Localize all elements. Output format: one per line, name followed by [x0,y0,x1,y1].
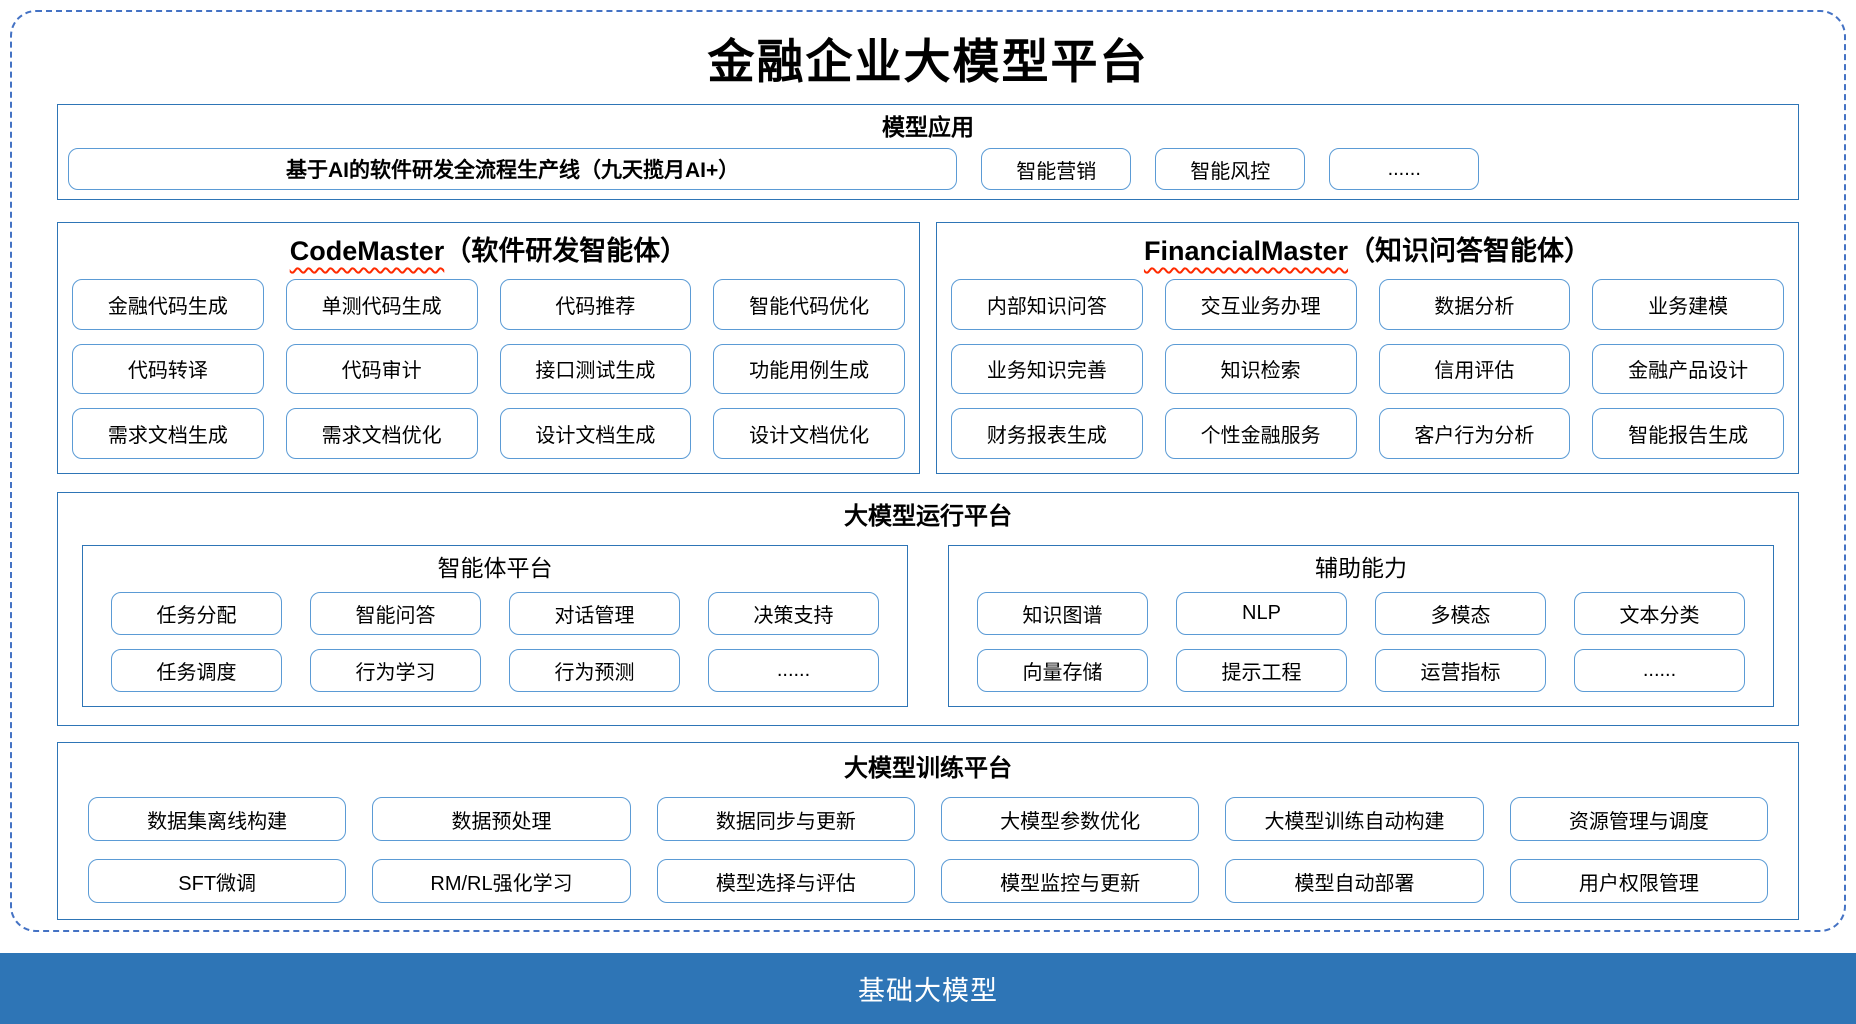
capability-pill: 设计文档生成 [499,408,692,459]
capability-pill: 多模态 [1375,592,1546,635]
capability-pill: 客户行为分析 [1378,408,1571,459]
agent-platform-title: 智能体平台 [437,555,553,581]
capability-pill: 数据预处理 [372,797,631,841]
capability-pill: 资源管理与调度 [1509,797,1768,841]
capability-pill: 内部知识问答 [951,279,1143,330]
capability-pill: RM/RL强化学习 [372,859,631,903]
capability-pill: 向量存储 [977,649,1148,692]
section-runtime-platform: 大模型运行平台 智能体平台 任务分配智能问答对话管理决策支持任务调度行为学习行为… [57,492,1799,726]
capability-pill: 金融代码生成 [72,279,264,330]
capability-pill: 任务调度 [111,649,282,692]
codemaster-name-en: CodeMaster [289,236,445,266]
app-pill: 智能营销 [981,148,1132,190]
agent-platform-capabilities: 任务分配智能问答对话管理决策支持任务调度行为学习行为预测...... [105,592,885,692]
section-model-applications: 模型应用 基于AI的软件研发全流程生产线（九天揽月AI+） 智能营销智能风控..… [57,104,1799,200]
app-pill: ...... [1329,148,1480,190]
capability-pill: 数据集离线构建 [88,797,347,841]
capability-pill: 功能用例生成 [713,343,905,395]
capability-pill: 知识检索 [1164,343,1357,395]
capability-pill: 行为学习 [310,649,481,692]
model-applications-row: 基于AI的软件研发全流程生产线（九天揽月AI+） 智能营销智能风控...... [68,148,1788,190]
capability-pill: 设计文档优化 [713,408,905,459]
capability-pill: 大模型训练自动构建 [1225,797,1484,841]
capability-pill: 决策支持 [708,592,879,635]
capability-pill: 大模型参数优化 [941,797,1200,841]
capability-pill: 数据分析 [1378,279,1571,330]
capability-pill: NLP [1176,592,1347,635]
financialmaster-name-en: FinancialMaster [1143,236,1349,266]
page-title: 金融企业大模型平台 [707,35,1149,90]
capability-pill: 用户权限管理 [1509,859,1768,903]
capability-pill: 交互业务办理 [1164,279,1357,330]
app-pill: 智能风控 [1155,148,1306,190]
capability-pill: 单测代码生成 [285,279,478,330]
codemaster-name-zh: （软件研发智能体） [444,236,688,266]
capability-pill: 需求文档优化 [285,408,478,459]
runtime-platform-title: 大模型运行平台 [844,503,1012,530]
capability-pill: 代码推荐 [499,279,692,330]
capability-pill: 模型监控与更新 [941,859,1200,903]
capability-pill: 个性金融服务 [1164,408,1357,459]
auxiliary-capabilities: 知识图谱 NLP 多模态文本分类向量存储提示工程运营指标...... [971,592,1751,692]
runtime-group-auxiliary: 辅助能力 知识图谱 NLP 多模态文本分类向量存储提示工程运营指标...... [948,545,1774,707]
agents-row: CodeMaster（软件研发智能体） 金融代码生成单测代码生成代码推荐智能代码… [57,222,1799,474]
financialmaster-title: FinancialMaster（知识问答智能体） [951,231,1784,271]
capability-pill: 代码审计 [285,343,478,395]
training-platform-title: 大模型训练平台 [844,755,1012,782]
capability-pill: ...... [1574,649,1745,692]
capability-pill: 智能报告生成 [1592,408,1784,459]
capability-pill: 智能问答 [310,592,481,635]
capability-pill: SFT微调 [88,859,347,903]
capability-pill: 运营指标 [1375,649,1546,692]
capability-pill: 信用评估 [1378,343,1571,395]
runtime-group-agent-platform: 智能体平台 任务分配智能问答对话管理决策支持任务调度行为学习行为预测...... [82,545,908,707]
platform-dashed-frame: 金融企业大模型平台 模型应用 基于AI的软件研发全流程生产线（九天揽月AI+） … [10,10,1846,932]
foundation-model-bar: 基础大模型 [0,953,1856,1024]
capability-pill: 代码转译 [72,343,264,395]
training-capabilities: 数据集离线构建数据预处理数据同步与更新大模型参数优化大模型训练自动构建资源管理与… [88,797,1768,903]
section-training-platform: 大模型训练平台 数据集离线构建数据预处理数据同步与更新大模型参数优化大模型训练自… [57,742,1799,920]
agent-box-financialmaster: FinancialMaster（知识问答智能体） 内部知识问答交互业务办理数据分… [936,222,1799,474]
model-applications-title: 模型应用 [882,114,974,140]
codemaster-title: CodeMaster（软件研发智能体） [72,231,905,271]
app-pill-main: 基于AI的软件研发全流程生产线（九天揽月AI+） [68,148,958,190]
capability-pill: 财务报表生成 [951,408,1143,459]
financialmaster-capabilities: 内部知识问答交互业务办理数据分析业务建模业务知识完善知识检索信用评估金融产品设计… [951,279,1784,459]
capability-pill: 知识图谱 [977,592,1148,635]
capability-pill: 智能代码优化 [713,279,905,330]
capability-pill: 文本分类 [1574,592,1745,635]
capability-pill: 提示工程 [1176,649,1347,692]
runtime-groups-row: 智能体平台 任务分配智能问答对话管理决策支持任务调度行为学习行为预测......… [82,545,1774,707]
capability-pill: 行为预测 [509,649,680,692]
financialmaster-name-zh: （知识问答智能体） [1348,236,1592,266]
codemaster-capabilities: 金融代码生成单测代码生成代码推荐智能代码优化代码转译代码审计接口测试生成功能用例… [72,279,905,459]
capability-pill: ...... [708,649,879,692]
foundation-model-label: 基础大模型 [858,976,998,1006]
capability-pill: 业务知识完善 [951,343,1143,395]
capability-pill: 需求文档生成 [72,408,264,459]
agent-box-codemaster: CodeMaster（软件研发智能体） 金融代码生成单测代码生成代码推荐智能代码… [57,222,920,474]
capability-pill: 模型自动部署 [1225,859,1484,903]
capability-pill: 业务建模 [1592,279,1784,330]
auxiliary-title: 辅助能力 [1315,555,1407,581]
capability-pill: 数据同步与更新 [656,797,915,841]
capability-pill: 金融产品设计 [1592,343,1784,395]
capability-pill: 任务分配 [111,592,282,635]
capability-pill: 接口测试生成 [499,343,692,395]
capability-pill: 对话管理 [509,592,680,635]
capability-pill: 模型选择与评估 [656,859,915,903]
